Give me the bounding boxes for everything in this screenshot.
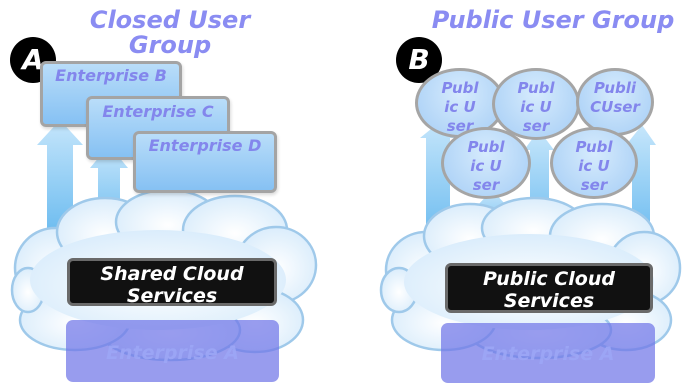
public-user-bubble-1: Public User bbox=[415, 68, 505, 138]
public-cloud-services-line-1: Public Cloud bbox=[483, 268, 615, 290]
public-user-bubble-3: PubliCUser bbox=[576, 68, 654, 136]
shared-cloud-services-line-2: Services bbox=[126, 285, 218, 307]
shared-cloud-services-line-1: Shared Cloud bbox=[100, 263, 244, 285]
public-user-group-panel: Public User Group B Public User Public U… bbox=[344, 0, 687, 387]
public-user-group-title: Public User Group bbox=[431, 6, 675, 34]
enterprise-b-label: Enterprise B bbox=[55, 66, 167, 85]
public-cloud-services-line-2: Services bbox=[503, 290, 595, 312]
public-user-bubble-5-label: Public User bbox=[575, 138, 613, 194]
public-cloud-services-box: Public Cloud Services bbox=[445, 263, 653, 313]
closed-user-group-title: Closed User Group bbox=[40, 8, 300, 58]
badge-b: B bbox=[396, 37, 442, 83]
enterprise-d-label: Enterprise D bbox=[148, 136, 262, 155]
enterprise-a-base: Enterprise A bbox=[66, 320, 279, 382]
public-user-bubble-4: Public User bbox=[441, 127, 531, 199]
enterprise-d-box: Enterprise D bbox=[133, 131, 277, 193]
shared-cloud-services-box: Shared Cloud Services bbox=[67, 258, 277, 307]
arrow-to-enterprise-b bbox=[37, 120, 83, 230]
enterprise-c-label: Enterprise C bbox=[102, 102, 214, 121]
public-user-bubble-2-label: Public User bbox=[517, 79, 555, 135]
public-user-bubble-2: Public User bbox=[492, 68, 580, 140]
closed-user-group-panel: Closed User Group A Enterprise B Enterpr… bbox=[0, 0, 343, 387]
public-user-bubble-1-label: Public User bbox=[441, 79, 479, 135]
public-user-bubble-3-label: PubliCUser bbox=[590, 79, 640, 116]
public-user-bubble-5: Public User bbox=[550, 127, 638, 199]
public-user-bubble-4-label: Public User bbox=[467, 138, 505, 194]
enterprise-a-base-public: Enterprise A bbox=[441, 323, 655, 383]
closed-user-group-title-line-2: Group bbox=[128, 31, 212, 59]
enterprise-a-label: Enterprise A bbox=[106, 342, 239, 364]
enterprise-a-label-public: Enterprise A bbox=[481, 343, 615, 365]
enterprise-c-box: Enterprise C bbox=[86, 96, 230, 160]
closed-user-group-title-line-1: Closed User bbox=[89, 6, 251, 34]
